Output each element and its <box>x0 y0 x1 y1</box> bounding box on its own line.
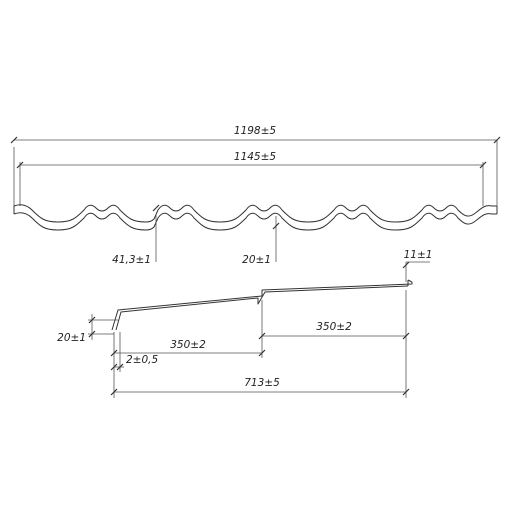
dim-tick <box>258 332 266 340</box>
end-fold-cap <box>407 279 413 283</box>
dim-tick <box>402 261 410 269</box>
dim-tick <box>493 136 501 144</box>
step-profile-outer <box>111 282 413 331</box>
overall-width-label: 1198±5 <box>234 125 277 137</box>
dim-tick <box>402 388 410 396</box>
dim-tick <box>88 316 96 324</box>
cross-section-profile-bottom <box>13 212 497 231</box>
dim-tick <box>16 161 24 169</box>
dim-tick <box>272 222 280 230</box>
dim-tick <box>110 349 118 357</box>
total-length-label: 713±5 <box>244 377 280 389</box>
dim-tick <box>402 332 410 340</box>
wave-height-label: 20±1 <box>242 254 271 266</box>
cross-section-profile-top <box>13 204 497 223</box>
dim-tick <box>110 363 118 371</box>
dim-tick <box>152 204 160 212</box>
dim-tick <box>479 161 487 169</box>
end-fold-label: 11±1 <box>404 249 433 261</box>
dim-tick <box>88 330 96 338</box>
dim-tick <box>110 388 118 396</box>
dim-tick <box>258 349 266 357</box>
step-profile-inner <box>115 285 409 331</box>
step-height-label: 20±1 <box>57 332 86 344</box>
right-pitch-label: 350±2 <box>316 321 352 333</box>
left-pitch-label: 350±2 <box>170 339 206 351</box>
dim-tick <box>116 363 124 371</box>
longitudinal-section-view: 11±1 20±1 350±2 350±2 2±0,5 713±5 <box>57 249 432 398</box>
dim-tick <box>10 136 18 144</box>
wave-pitch-label: 41,3±1 <box>112 254 151 266</box>
cross-section-view: 1198±5 1145±5 41,3±1 20±1 <box>10 125 501 266</box>
effective-width-label: 1145±5 <box>234 151 277 163</box>
fold-offset-label: 2±0,5 <box>126 354 158 366</box>
